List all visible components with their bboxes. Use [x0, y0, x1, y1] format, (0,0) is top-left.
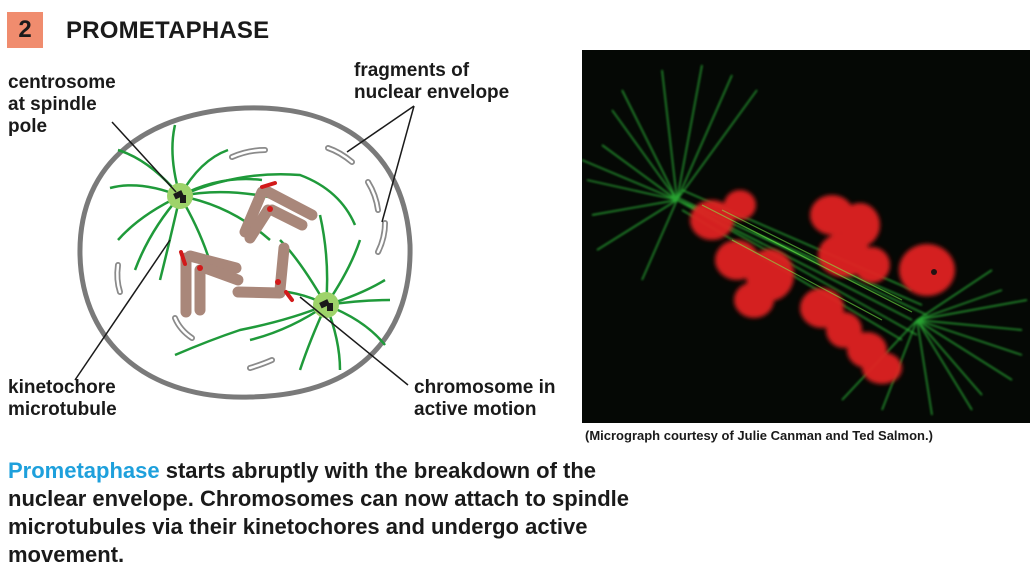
- caption-paragraph: Prometaphase starts abruptly with the br…: [8, 457, 648, 569]
- microtubules-pole-1: [109, 124, 357, 281]
- chromosome-5: [232, 242, 294, 302]
- stage-number-badge: 2: [7, 12, 43, 48]
- fluorescence-micrograph: [582, 50, 1030, 423]
- micrograph-credit: (Micrograph courtesy of Julie Canman and…: [585, 428, 933, 443]
- label-centrosome-at-spindle-pole: centrosome at spindle pole: [8, 72, 116, 137]
- stage-title: PROMETAPHASE: [66, 17, 270, 44]
- prometaphase-diagram: [74, 105, 415, 400]
- label-kinetochore-microtubule: kinetochore microtubule: [8, 377, 117, 420]
- chromosome-1: [239, 181, 318, 238]
- chromosome-2: [244, 204, 308, 244]
- cell-outline: [77, 105, 413, 400]
- caption-term: Prometaphase: [8, 458, 160, 483]
- caption-text: starts abruptly with the breakdown of th…: [8, 458, 630, 567]
- centrosome-lower: [313, 292, 339, 318]
- label-chromosome-in-active-motion: chromosome in active motion: [414, 377, 556, 420]
- leader-lines: [74, 105, 415, 386]
- label-fragments-of-nuclear-envelope: fragments of nuclear envelope: [354, 60, 510, 103]
- chromosome-3: [179, 250, 242, 318]
- spindle-overlay: [701, 204, 913, 321]
- chromosome-4: [194, 262, 244, 316]
